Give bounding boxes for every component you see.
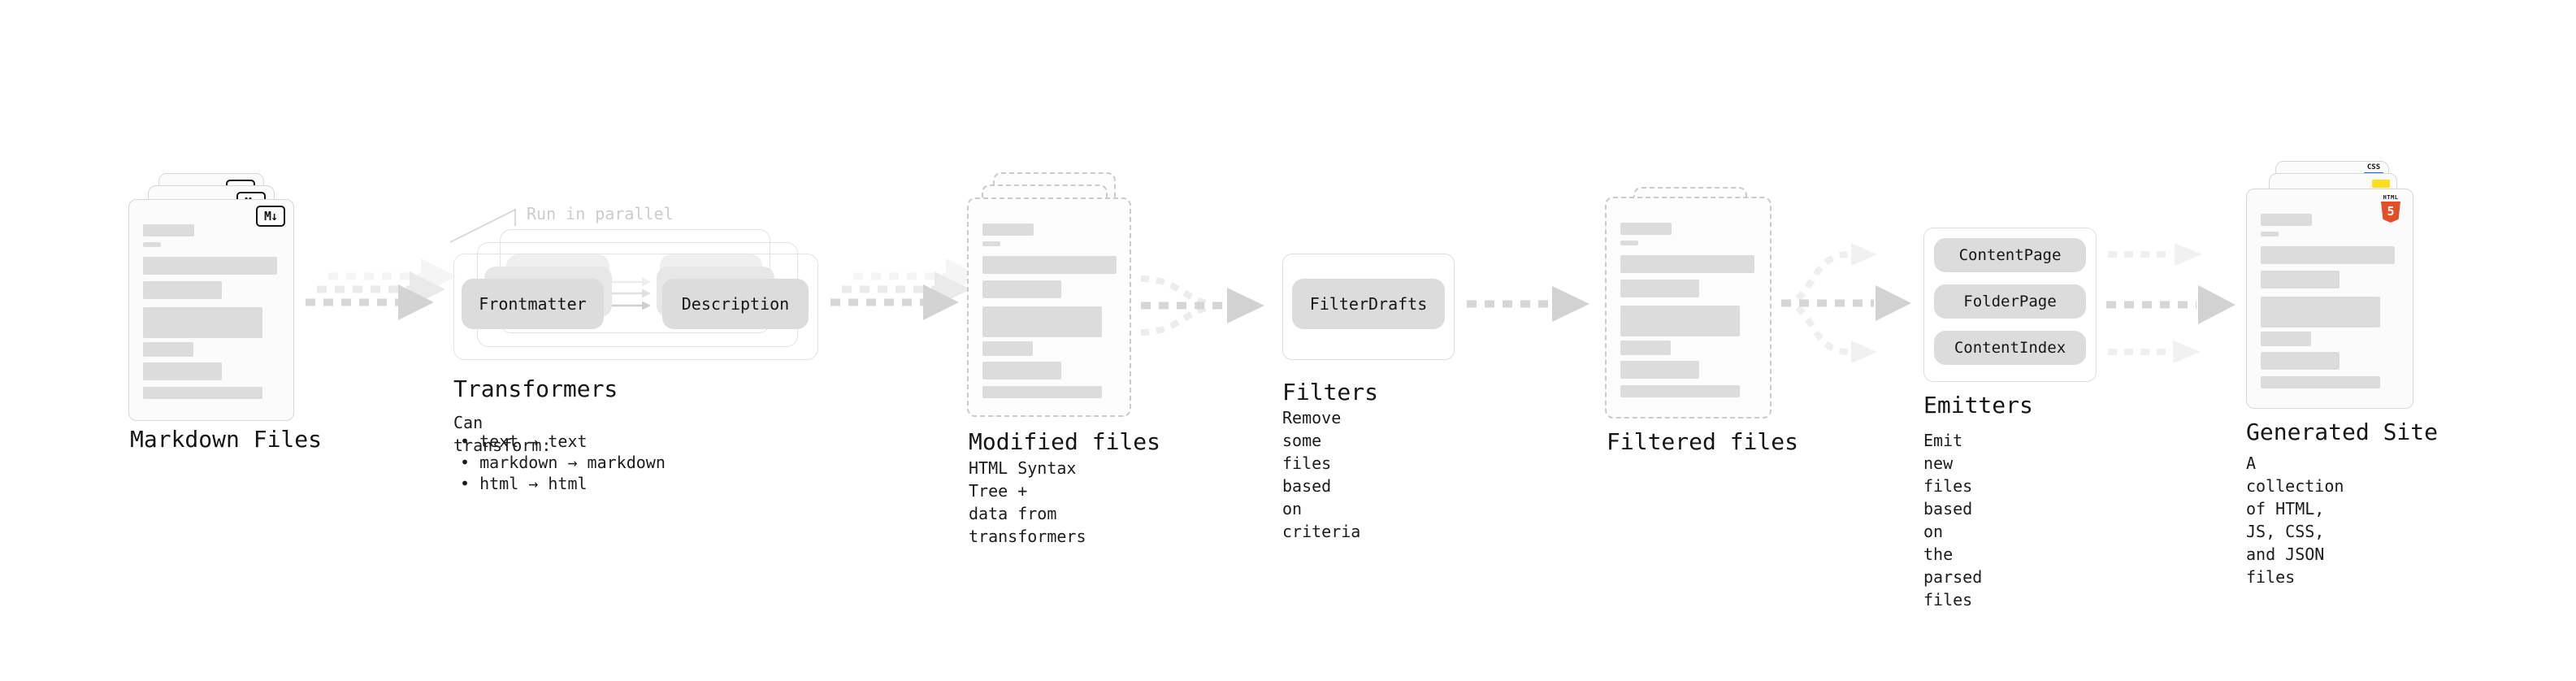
text-placeholder-bar <box>143 257 277 275</box>
stage-label-emitters: Emitters <box>1923 392 2033 419</box>
emitters-caption: Emit new files based on the parsed files <box>1923 431 1983 609</box>
doc-content-placeholder <box>1620 223 1754 397</box>
stage-label-generated-site: Generated Site <box>2246 419 2439 445</box>
note-leader-line <box>450 208 516 243</box>
generated-doc-html: HTML 5 <box>2246 189 2413 409</box>
stage-label-filters: Filters <box>1282 379 1379 406</box>
text-placeholder-bar <box>2261 246 2395 264</box>
text-placeholder-bar <box>982 341 1033 356</box>
text-placeholder-bar <box>982 256 1117 274</box>
inner-flow-arrows <box>612 277 651 310</box>
text-placeholder-bar <box>982 241 1000 246</box>
text-placeholder-bar <box>2261 271 2340 288</box>
text-placeholder-bar <box>143 387 262 399</box>
frontmatter-transformer-node: Frontmatter <box>462 279 604 329</box>
text-placeholder-bar <box>1620 280 1699 297</box>
text-placeholder-bar <box>982 362 1061 380</box>
filtered-doc-front <box>1605 197 1772 419</box>
text-placeholder-bar <box>1620 340 1671 355</box>
text-placeholder-bar <box>143 242 161 247</box>
stage-label-markdown-files: Markdown Files <box>130 426 323 453</box>
text-placeholder-bar <box>1620 361 1699 379</box>
text-placeholder-bar <box>1620 223 1672 235</box>
modified-doc-front <box>967 197 1131 417</box>
text-placeholder-bar <box>2261 352 2340 370</box>
text-placeholder-bar <box>982 280 1061 298</box>
text-placeholder-bar <box>143 281 222 299</box>
html5-icon: HTML 5 <box>2380 194 2401 223</box>
bullet-item: • markdown → markdown <box>460 453 666 472</box>
description-transformer-node: Description <box>662 279 809 329</box>
flow-arrow-filtered-to-emitters <box>1781 243 1911 363</box>
generated-site-caption: A collection of HTML, JS, CSS, and JSON … <box>2246 453 2344 587</box>
filters-caption: Remove some files based on criteria <box>1282 408 1361 541</box>
filterdrafts-node: FilterDrafts <box>1292 279 1445 329</box>
text-placeholder-bar <box>1620 241 1638 245</box>
text-placeholder-bar <box>1620 385 1740 397</box>
flow-arrow-emitters-to-generated <box>2106 243 2236 363</box>
bullet-item: • html → html <box>460 474 588 493</box>
markdown-doc-front: M↓ <box>128 199 294 421</box>
folderpage-emitter-node: FolderPage <box>1934 284 2086 319</box>
stage-label-modified-files: Modified files <box>969 428 1161 455</box>
flow-arrow-filters-to-filtered <box>1467 286 1589 322</box>
text-placeholder-bar <box>2261 232 2279 236</box>
modified-files-caption: HTML Syntax Tree + data from transformer… <box>969 458 1086 546</box>
markdown-icon: M↓ <box>256 206 285 227</box>
javascript-icon <box>2372 180 2390 188</box>
text-placeholder-bar <box>2261 376 2380 388</box>
transformers-caption-title: Can transform: <box>453 413 552 455</box>
stage-label-filtered-files: Filtered files <box>1607 428 1799 455</box>
bullet-item: • text → text <box>460 432 588 451</box>
transformers-bullet-list: • text → text • markdown → markdown • ht… <box>460 431 666 494</box>
text-placeholder-bar <box>2261 332 2311 346</box>
text-placeholder-bar <box>2261 297 2380 327</box>
text-placeholder-bar <box>1620 255 1754 273</box>
stage-label-transformers: Transformers <box>453 375 618 402</box>
text-placeholder-bar <box>143 224 194 236</box>
contentindex-emitter-node: ContentIndex <box>1934 331 2086 365</box>
run-in-parallel-note: Run in parallel <box>527 204 674 223</box>
text-placeholder-bar <box>982 223 1034 236</box>
text-placeholder-bar <box>143 342 193 357</box>
text-placeholder-bar <box>143 362 222 380</box>
text-placeholder-bar <box>982 306 1102 337</box>
flow-arrow-markdown-to-transformers <box>306 258 457 320</box>
text-placeholder-bar <box>1620 306 1740 336</box>
flow-arrow-modified-to-filters <box>1140 275 1264 336</box>
text-placeholder-bar <box>982 386 1102 398</box>
doc-content-placeholder <box>982 223 1117 398</box>
contentpage-emitter-node: ContentPage <box>1934 238 2086 272</box>
transformer-panel-front <box>453 254 818 360</box>
text-placeholder-bar <box>143 307 262 338</box>
doc-content-placeholder <box>2261 214 2395 388</box>
flow-arrow-transformers-to-modified <box>830 258 982 320</box>
text-placeholder-bar <box>2261 214 2312 226</box>
doc-content-placeholder <box>143 224 277 399</box>
